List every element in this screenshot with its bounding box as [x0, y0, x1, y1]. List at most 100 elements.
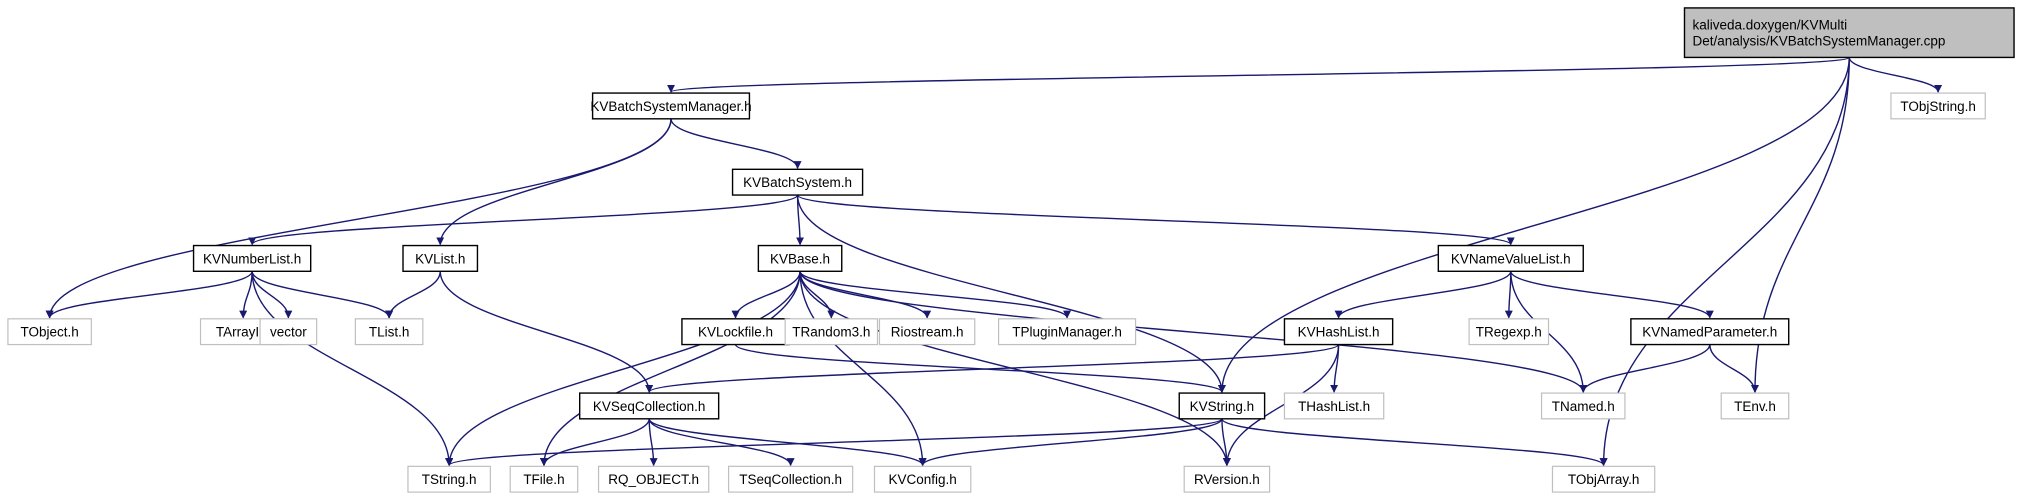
node-box-tfile: [509, 465, 579, 493]
node-box-kvseqcollection: [578, 392, 720, 420]
edge-kvnamevaluelist-to-kvnamedparameter: [1510, 270, 1714, 319]
edge-kvbase-to-rversion: [799, 271, 1231, 467]
edge-kvseqcollection-to-tseqcollection: [648, 418, 795, 467]
edge-kvnumberlist-to-tlist: [251, 271, 394, 319]
node-label-rversion-0: RVersion.h: [1194, 472, 1260, 487]
edge-kvbase-to-kvlockfile: [731, 271, 801, 319]
edge-kvhashlist-to-rversion: [1222, 344, 1340, 467]
edge-kvstring-to-tobjarray: [1221, 418, 1608, 467]
node-label-kvnamevaluelist-0: KVNameValueList.h: [1451, 251, 1571, 266]
node-box-kvbs: [731, 168, 864, 196]
node-box-kvnumberlist: [192, 244, 312, 272]
node-label-tpluginmanager-0: TPluginManager.h: [1012, 325, 1122, 340]
edge-kvnamedparameter-to-tnamed: [1579, 344, 1711, 393]
edge-kvnamedparameter-to-tenv: [1709, 344, 1759, 393]
node-box-kvnamevaluelist: [1437, 244, 1584, 272]
node-kvnumberlist[interactable]: KVNumberList.h: [192, 244, 312, 272]
node-box-tobjarray: [1551, 465, 1656, 493]
node-label-riostream-0: Riostream.h: [891, 325, 964, 340]
node-box-kvlockfile: [681, 318, 790, 346]
node-box-kvbase: [757, 244, 843, 272]
node-box-kvhashlist: [1283, 318, 1394, 346]
node-label-kvconfig-0: KVConfig.h: [889, 472, 957, 487]
edge-kvlist-to-tlist: [385, 271, 441, 319]
node-label-tenv-0: TEnv.h: [1734, 399, 1776, 414]
node-label-root-1: Det/analysis/KVBatchSystemManager.cpp: [1692, 34, 1945, 49]
node-box-kvbsm: [591, 92, 751, 120]
node-kvlist[interactable]: KVList.h: [402, 244, 479, 272]
node-label-kvnumberlist-0: KVNumberList.h: [203, 251, 301, 266]
node-box-kvlist: [402, 244, 479, 272]
node-box-rqobject: [597, 465, 710, 493]
node-tnamed: TNamed.h: [1540, 392, 1626, 420]
node-label-kvnamedparameter-0: KVNamedParameter.h: [1642, 325, 1777, 340]
node-kvbsm[interactable]: KVBatchSystemManager.h: [590, 92, 752, 120]
node-tpluginmanager: TPluginManager.h: [997, 318, 1137, 346]
edge-kvbase-to-kvconfig: [799, 271, 927, 467]
node-kvseqcollection[interactable]: KVSeqCollection.h: [578, 392, 720, 420]
node-tfile: TFile.h: [509, 465, 579, 493]
node-kvconfig: KVConfig.h: [873, 465, 972, 493]
node-rqobject: RQ_OBJECT.h: [597, 465, 710, 493]
node-label-tobjstring-0: TObjString.h: [1900, 99, 1976, 114]
node-label-tobjarray-0: TObjArray.h: [1568, 472, 1640, 487]
node-kvlockfile[interactable]: KVLockfile.h: [681, 318, 790, 346]
node-tobjstring: TObjString.h: [1890, 92, 1986, 120]
edge-kvnumberlist-to-tobject: [45, 270, 253, 319]
node-vector: vector: [259, 318, 318, 346]
node-box-vector: [259, 318, 318, 346]
node-kvbase[interactable]: KVBase.h: [757, 244, 843, 272]
node-label-thashlist-0: THashList.h: [1298, 399, 1370, 414]
node-tenv: TEnv.h: [1720, 392, 1790, 420]
edge-kvbase-to-tstring: [445, 271, 801, 467]
edge-kvstring-to-kvconfig: [918, 418, 1223, 467]
node-label-kvbs-0: KVBatchSystem.h: [743, 175, 852, 190]
edges-layer: [45, 56, 1943, 467]
node-kvbs[interactable]: KVBatchSystem.h: [731, 168, 864, 196]
node-label-kvhashlist-0: KVHashList.h: [1298, 325, 1380, 340]
node-kvnamevaluelist[interactable]: KVNameValueList.h: [1437, 244, 1584, 272]
node-label-tlist-0: TList.h: [369, 325, 410, 340]
edge-kvbs-to-kvnamevaluelist: [796, 194, 1515, 246]
node-kvstring[interactable]: KVString.h: [1178, 392, 1266, 420]
node-kvnamedparameter[interactable]: KVNamedParameter.h: [1630, 318, 1790, 346]
node-root[interactable]: kaliveda.doxygen/KVMultiDet/analysis/KVB…: [1683, 7, 2015, 59]
edge-kvbsm-to-tobject: [45, 118, 672, 319]
edge-kvbsm-to-kvbs: [670, 118, 802, 170]
edge-kvbase-to-tfile: [539, 271, 801, 467]
edge-kvbs-to-kvnumberlist: [248, 194, 799, 246]
node-label-root-0: kaliveda.doxygen/KVMulti: [1692, 18, 1847, 33]
edge-kvlockfile-to-kvstring: [734, 343, 1226, 393]
node-label-trandom3-0: TRandom3.h: [792, 325, 870, 340]
edge-kvseqcollection-to-tfile: [539, 418, 650, 467]
node-box-tobjstring: [1890, 92, 1986, 120]
edge-kvseqcollection-to-rqobject: [648, 418, 658, 467]
node-tregexp: TRegexp.h: [1468, 318, 1550, 346]
node-box-thashlist: [1283, 392, 1385, 420]
edge-kvbsm-to-kvlist: [436, 118, 672, 246]
node-box-kvconfig: [873, 465, 972, 493]
node-box-tlist: [354, 318, 424, 346]
node-label-tregexp-0: TRegexp.h: [1476, 325, 1542, 340]
node-box-riostream: [878, 318, 976, 346]
node-kvhashlist[interactable]: KVHashList.h: [1283, 318, 1394, 346]
edge-kvbase-to-tpluginmanager: [799, 270, 1071, 319]
node-box-tseqcollection: [727, 465, 854, 493]
node-label-rqobject-0: RQ_OBJECT.h: [608, 472, 699, 487]
node-tstring: TString.h: [407, 465, 491, 493]
node-tseqcollection: TSeqCollection.h: [727, 465, 854, 493]
node-riostream: Riostream.h: [878, 318, 976, 346]
node-label-tobject-0: TObject.h: [20, 325, 78, 340]
edge-root-to-kvstring: [1217, 57, 1850, 393]
edge-root-to-kvbsm: [667, 56, 1850, 93]
edge-kvnamevaluelist-to-kvhashlist: [1334, 271, 1512, 319]
node-box-tnamed: [1540, 392, 1626, 420]
node-tlist: TList.h: [354, 318, 424, 346]
node-label-tfile-0: TFile.h: [523, 472, 564, 487]
edge-kvseqcollection-to-kvconfig: [648, 418, 927, 467]
edge-kvnumberlist-to-vector: [251, 271, 293, 319]
edge-root-to-tobjstring: [1848, 57, 1943, 93]
node-box-rversion: [1183, 465, 1271, 493]
node-label-kvseqcollection-0: KVSeqCollection.h: [593, 399, 706, 414]
node-label-tseqcollection-0: TSeqCollection.h: [739, 472, 842, 487]
